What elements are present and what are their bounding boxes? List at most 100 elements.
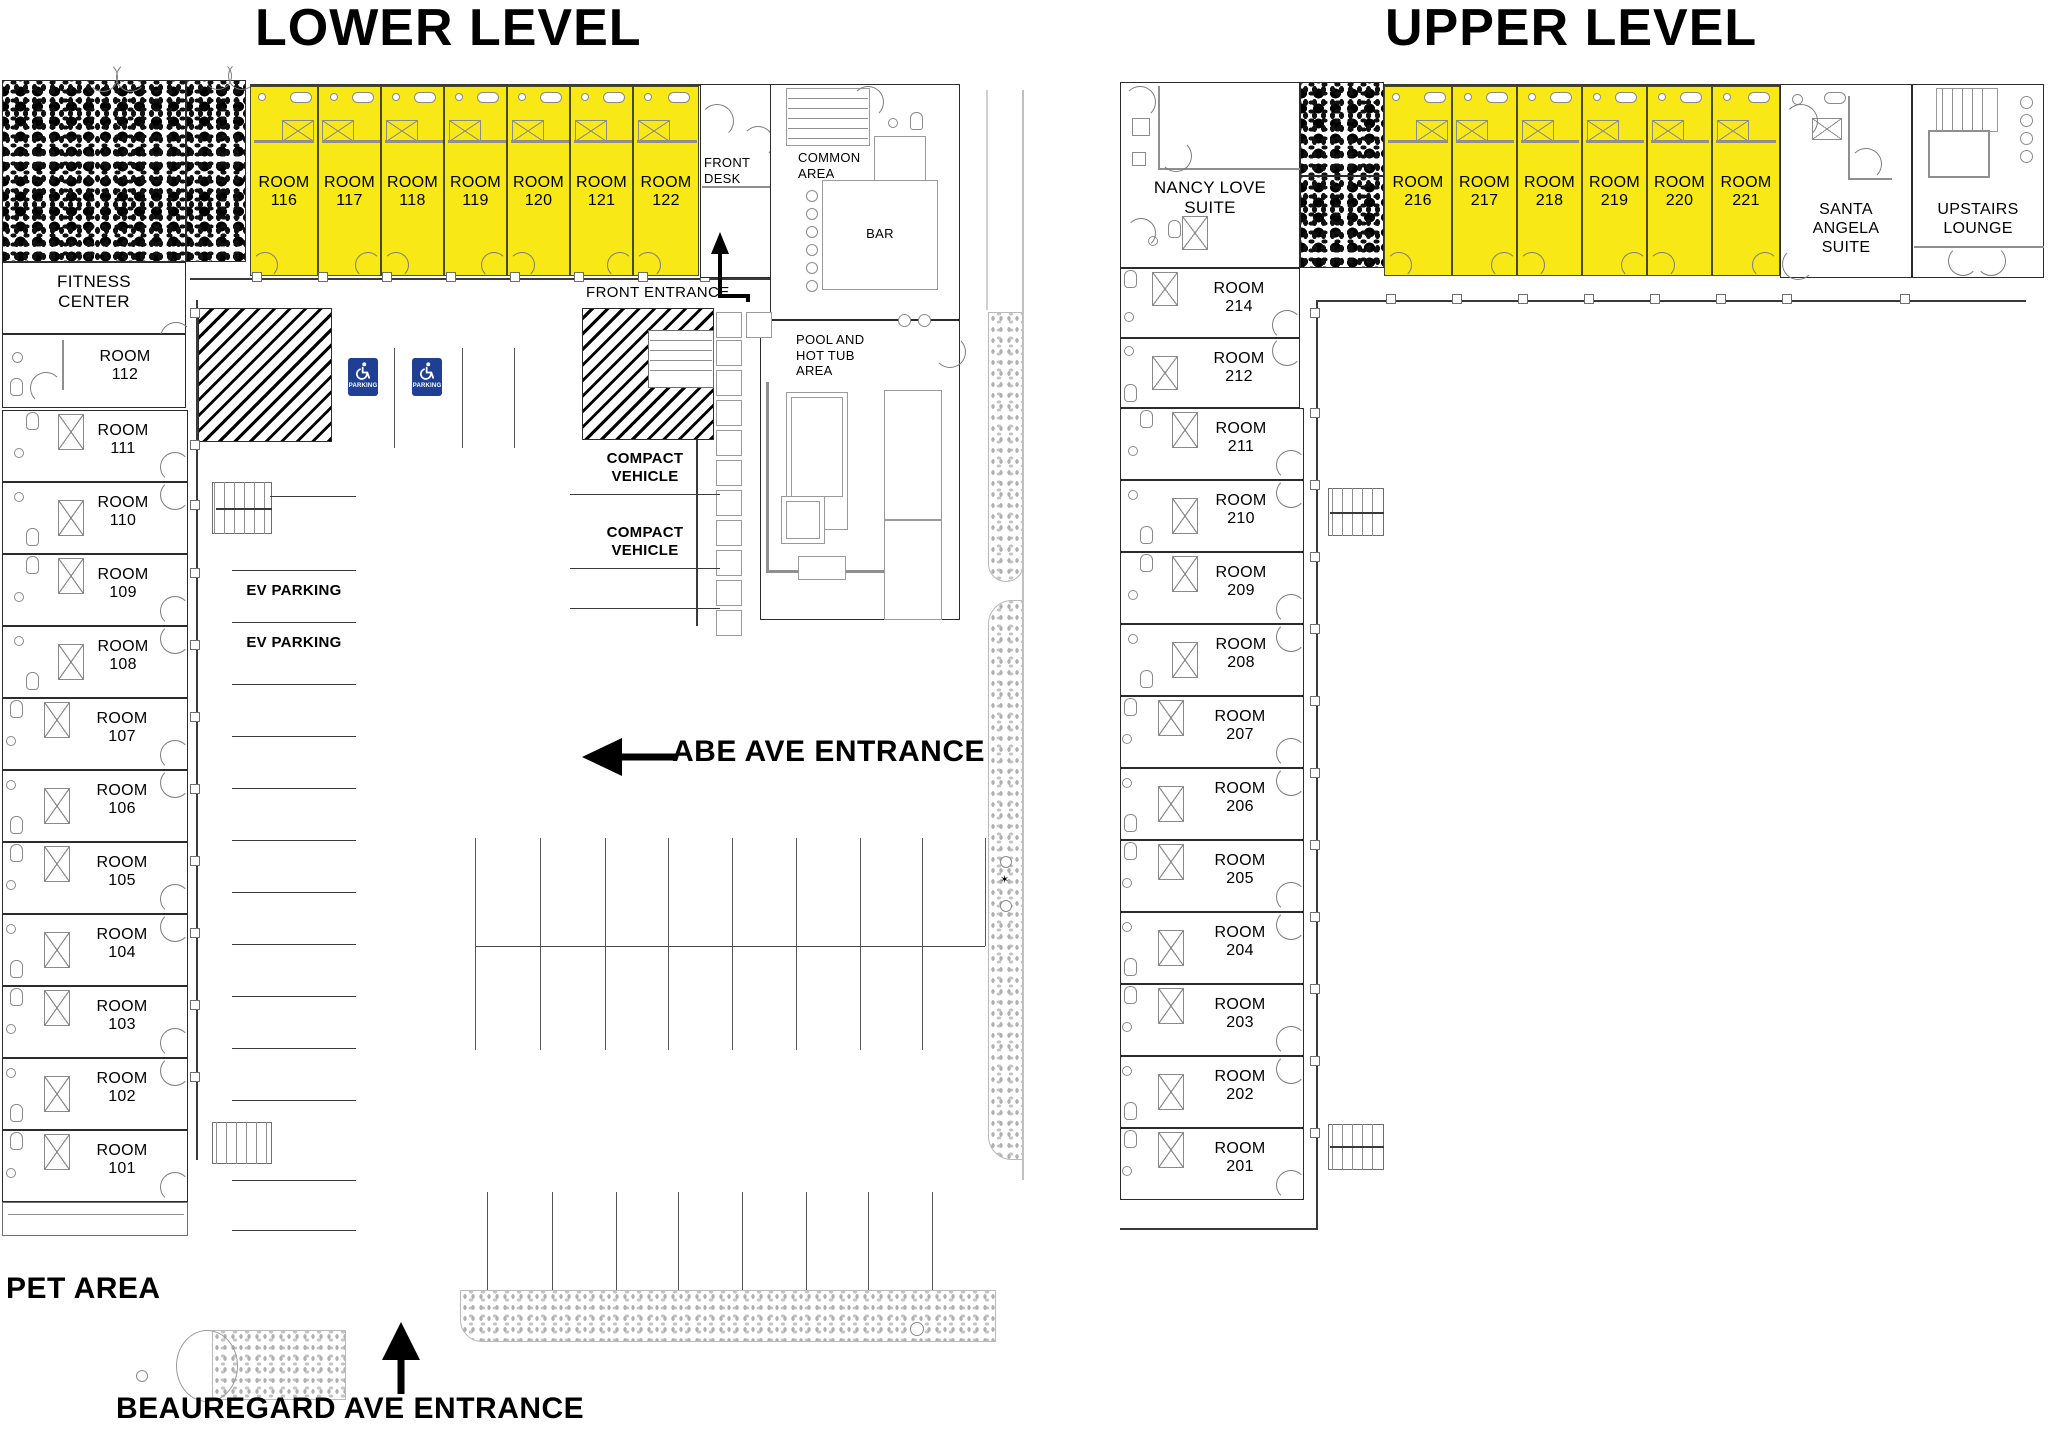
room-112[interactable] <box>2 334 186 408</box>
room-220[interactable] <box>1647 86 1712 276</box>
room-120[interactable] <box>507 86 570 276</box>
stair-tread-e1 <box>650 340 712 341</box>
closet-icon-102 <box>44 1076 70 1112</box>
closet-icon-117 <box>322 120 354 142</box>
toilet-icon-202 <box>1124 1102 1137 1120</box>
room-221[interactable] <box>1712 86 1780 276</box>
upper-rail-tick-1 <box>1310 308 1320 318</box>
room-202[interactable] <box>1120 1056 1304 1128</box>
santa-angela-tub-icon <box>1824 92 1846 104</box>
east-curb-line <box>1022 90 1024 1180</box>
upper-walk-tick-3 <box>1518 294 1528 304</box>
room-117[interactable] <box>318 86 381 276</box>
upper-walk-tick-1 <box>1386 294 1396 304</box>
ada-parking-sign-1-caption: PARKING <box>348 383 378 389</box>
corridor-tile-4 <box>716 430 742 456</box>
stair-tread-e4 <box>650 370 712 371</box>
room-219[interactable] <box>1582 86 1647 276</box>
upper-walk-tick-7 <box>1782 294 1792 304</box>
south-bollard <box>910 1322 924 1336</box>
south-stall-8 <box>932 1192 933 1340</box>
bar-label: BAR <box>866 226 894 241</box>
room-107[interactable] <box>2 698 188 770</box>
room-201[interactable] <box>1120 1128 1304 1200</box>
room-118[interactable] <box>381 86 444 276</box>
room-212[interactable] <box>1120 338 1300 408</box>
room-216[interactable] <box>1384 86 1452 276</box>
toilet-icon-102 <box>10 1104 23 1122</box>
room-214-door-swing <box>1272 310 1302 340</box>
room-119[interactable] <box>444 86 507 276</box>
west-lot-stair-south <box>212 1122 272 1164</box>
closet-icon-105 <box>44 846 70 882</box>
ada-parking-sign-2-caption: PARKING <box>412 383 442 389</box>
room-103[interactable] <box>2 986 188 1058</box>
room-211-door-swing <box>1276 450 1306 480</box>
sink-icon-120 <box>518 93 526 101</box>
site-bollard-1 <box>1000 856 1012 868</box>
ada-parking-sign-1[interactable]: PARKING <box>348 358 378 396</box>
room-207[interactable] <box>1120 696 1304 768</box>
ada-stall-divider-2 <box>462 348 463 448</box>
south-stall-7 <box>868 1192 869 1340</box>
stair-tread-c5 <box>788 138 868 139</box>
upper-level-title: UPPER LEVEL <box>1385 0 1758 57</box>
ul-stair-t3 <box>1962 88 1963 132</box>
abe-ave-entrance-arrow-icon <box>582 738 676 776</box>
no-parking-pad-west <box>198 308 332 442</box>
room-206[interactable] <box>1120 768 1304 840</box>
walkway-tick-7 <box>638 272 648 282</box>
ul-stair-t5 <box>1982 88 1983 132</box>
pool-door-swing <box>934 336 966 368</box>
bath-icon-116 <box>290 92 312 103</box>
center-stall-7 <box>860 838 861 1050</box>
sink-icon-212 <box>1124 346 1134 356</box>
room-101[interactable] <box>2 1130 188 1202</box>
room-104[interactable] <box>2 914 188 986</box>
bar-sink-icon <box>888 118 898 128</box>
room-205[interactable] <box>1120 840 1304 912</box>
room-217[interactable] <box>1452 86 1517 276</box>
room-105[interactable] <box>2 842 188 914</box>
room-218[interactable] <box>1517 86 1582 276</box>
sink-icon-117 <box>330 93 338 101</box>
room-121[interactable] <box>570 86 633 276</box>
center-stall-6 <box>796 838 797 1050</box>
nancy-love-toilet-icon <box>1168 220 1181 238</box>
room-105-door-swing <box>160 884 190 914</box>
ul-stair-landing <box>1928 130 1990 132</box>
room-110-door-swing <box>160 480 190 510</box>
closet-icon-116 <box>282 120 314 142</box>
room-210[interactable] <box>1120 480 1304 552</box>
toilet-icon-201 <box>1124 1130 1137 1148</box>
room-103-door-swing <box>160 1028 190 1058</box>
west-stall-line-6 <box>232 944 356 945</box>
room-fitness-center[interactable] <box>2 262 186 334</box>
ada-parking-sign-2[interactable]: PARKING <box>412 358 442 396</box>
closet-icon-203 <box>1158 988 1184 1024</box>
west-stair-tread-1 <box>214 482 215 534</box>
room-116-door-swing <box>252 252 278 278</box>
upper-rail-tick-6 <box>1310 696 1320 706</box>
room-203[interactable] <box>1120 984 1304 1056</box>
room-102[interactable] <box>2 1058 188 1130</box>
toilet-icon-105 <box>10 844 23 862</box>
corridor-tile-2 <box>716 370 742 396</box>
wheelchair-icon-1 <box>355 362 371 380</box>
pool-equipment-room <box>884 390 942 520</box>
center-stall-5 <box>732 838 733 1050</box>
common-area-label: COMMON AREA <box>798 150 861 181</box>
pool-table-icon-1 <box>898 314 911 327</box>
room-214[interactable] <box>1120 268 1300 338</box>
room-109-door-swing <box>160 596 190 626</box>
east-curb-line-inner <box>986 90 988 310</box>
lower-south-pad-line <box>8 1214 184 1215</box>
sink-icon-107 <box>6 736 16 746</box>
upper-rail-tick-5 <box>1310 624 1320 634</box>
toilet-icon-107 <box>10 700 23 718</box>
room-122[interactable] <box>633 86 699 276</box>
room-116[interactable] <box>250 86 318 276</box>
room-106[interactable] <box>2 770 188 842</box>
closet-icon-201 <box>1158 1132 1184 1168</box>
room-204[interactable] <box>1120 912 1304 984</box>
